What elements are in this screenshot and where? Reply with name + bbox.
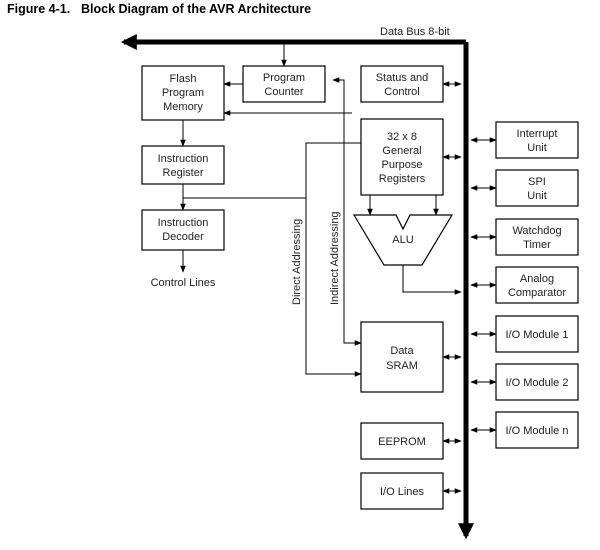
registers-line-2: General	[382, 145, 421, 157]
status-control-box	[360, 65, 444, 103]
spi-unit-block: SPI Unit	[495, 169, 579, 207]
instruction-decoder-line-2: Decoder	[162, 231, 204, 243]
spi-unit-line-1: SPI	[528, 176, 546, 188]
io-module-n-block: I/O Module n	[495, 411, 579, 449]
program-counter-line-2: Counter	[264, 86, 303, 98]
registers-box	[360, 118, 444, 196]
registers-line-1: 32 x 8	[387, 131, 417, 143]
analog-comparator-line-1: Analog	[520, 273, 554, 285]
instruction-decoder-block: Instruction Decoder	[141, 209, 225, 251]
registers-line-3: Purpose	[382, 159, 423, 171]
instruction-decoder-box	[141, 209, 225, 251]
watchdog-timer-box	[495, 218, 579, 256]
flash-line-1: Flash	[170, 73, 197, 85]
io-module-n-box	[495, 411, 579, 449]
alu-block: ALU	[352, 214, 454, 266]
io-lines-label: I/O Lines	[380, 486, 425, 498]
instruction-register-block: Instruction Register	[141, 145, 225, 185]
spi-unit-line-2: Unit	[527, 190, 547, 202]
interrupt-unit-box	[495, 121, 579, 159]
data-sram-line-2: SRAM	[386, 360, 418, 372]
alu-label: ALU	[392, 234, 413, 246]
io-module-n-label: I/O Module n	[506, 425, 569, 437]
io-module-2-label: I/O Module 2	[506, 377, 569, 389]
interrupt-unit-block: Interrupt Unit	[495, 121, 579, 159]
alu-to-bus	[402, 265, 462, 295]
connection-lines	[180, 43, 497, 494]
watchdog-timer-block: Watchdog Timer	[495, 218, 579, 256]
io-lines-box	[360, 472, 444, 510]
interrupt-unit-line-1: Interrupt	[517, 128, 558, 140]
flash-program-memory-block: Flash Program Memory	[141, 65, 225, 121]
data-bus: Data Bus 8-bit	[120, 26, 474, 540]
spi-unit-box	[495, 169, 579, 207]
watchdog-timer-line-2: Timer	[523, 239, 551, 251]
io-module-1-label: I/O Module 1	[506, 329, 569, 341]
eeprom-block: EEPROM	[360, 422, 444, 460]
indirect-addressing-label: Indirect Addressing	[329, 211, 341, 305]
indirect-addressing-line	[332, 77, 362, 346]
analog-comparator-line-2: Comparator	[508, 287, 566, 299]
figure-title: Figure 4-1. Block Diagram of the AVR Arch…	[7, 2, 311, 16]
program-counter-block: Program Counter	[242, 65, 326, 103]
instruction-register-line-2: Register	[163, 167, 204, 179]
control-lines-label: Control Lines	[151, 277, 216, 289]
analog-comparator-block: Analog Comparator	[495, 266, 579, 304]
flash-line-3: Memory	[163, 101, 203, 113]
alu-shape	[352, 214, 454, 266]
data-bus-label: Data Bus 8-bit	[380, 26, 450, 38]
general-purpose-registers-block: 32 x 8 General Purpose Registers	[360, 118, 444, 196]
status-control-line-1: Status and	[376, 72, 429, 84]
instruction-register-line-1: Instruction	[158, 153, 209, 165]
io-module-1-block: I/O Module 1	[495, 315, 579, 353]
instruction-decoder-line-1: Instruction	[158, 217, 209, 229]
status-control-line-2: Control	[384, 86, 419, 98]
eeprom-label: EEPROM	[378, 436, 426, 448]
status-control-block: Status and Control	[360, 65, 444, 103]
figure-caption: Block Diagram of the AVR Architecture	[81, 2, 312, 16]
program-counter-box	[242, 65, 326, 103]
program-counter-line-1: Program	[263, 72, 305, 84]
watchdog-timer-line-1: Watchdog	[512, 225, 561, 237]
data-sram-line-1: Data	[390, 345, 414, 357]
data-sram-box	[360, 321, 444, 393]
io-lines-block: I/O Lines	[360, 472, 444, 510]
instruction-register-box	[141, 145, 225, 185]
io-module-2-block: I/O Module 2	[495, 363, 579, 401]
direct-addressing-label: Direct Addressing	[291, 219, 303, 305]
interrupt-unit-line-2: Unit	[527, 142, 547, 154]
io-module-1-box	[495, 315, 579, 353]
flash-line-2: Program	[162, 87, 204, 99]
data-sram-block: Data SRAM	[360, 321, 444, 393]
figure-number: Figure 4-1.	[7, 2, 71, 16]
registers-line-4: Registers	[379, 173, 426, 185]
